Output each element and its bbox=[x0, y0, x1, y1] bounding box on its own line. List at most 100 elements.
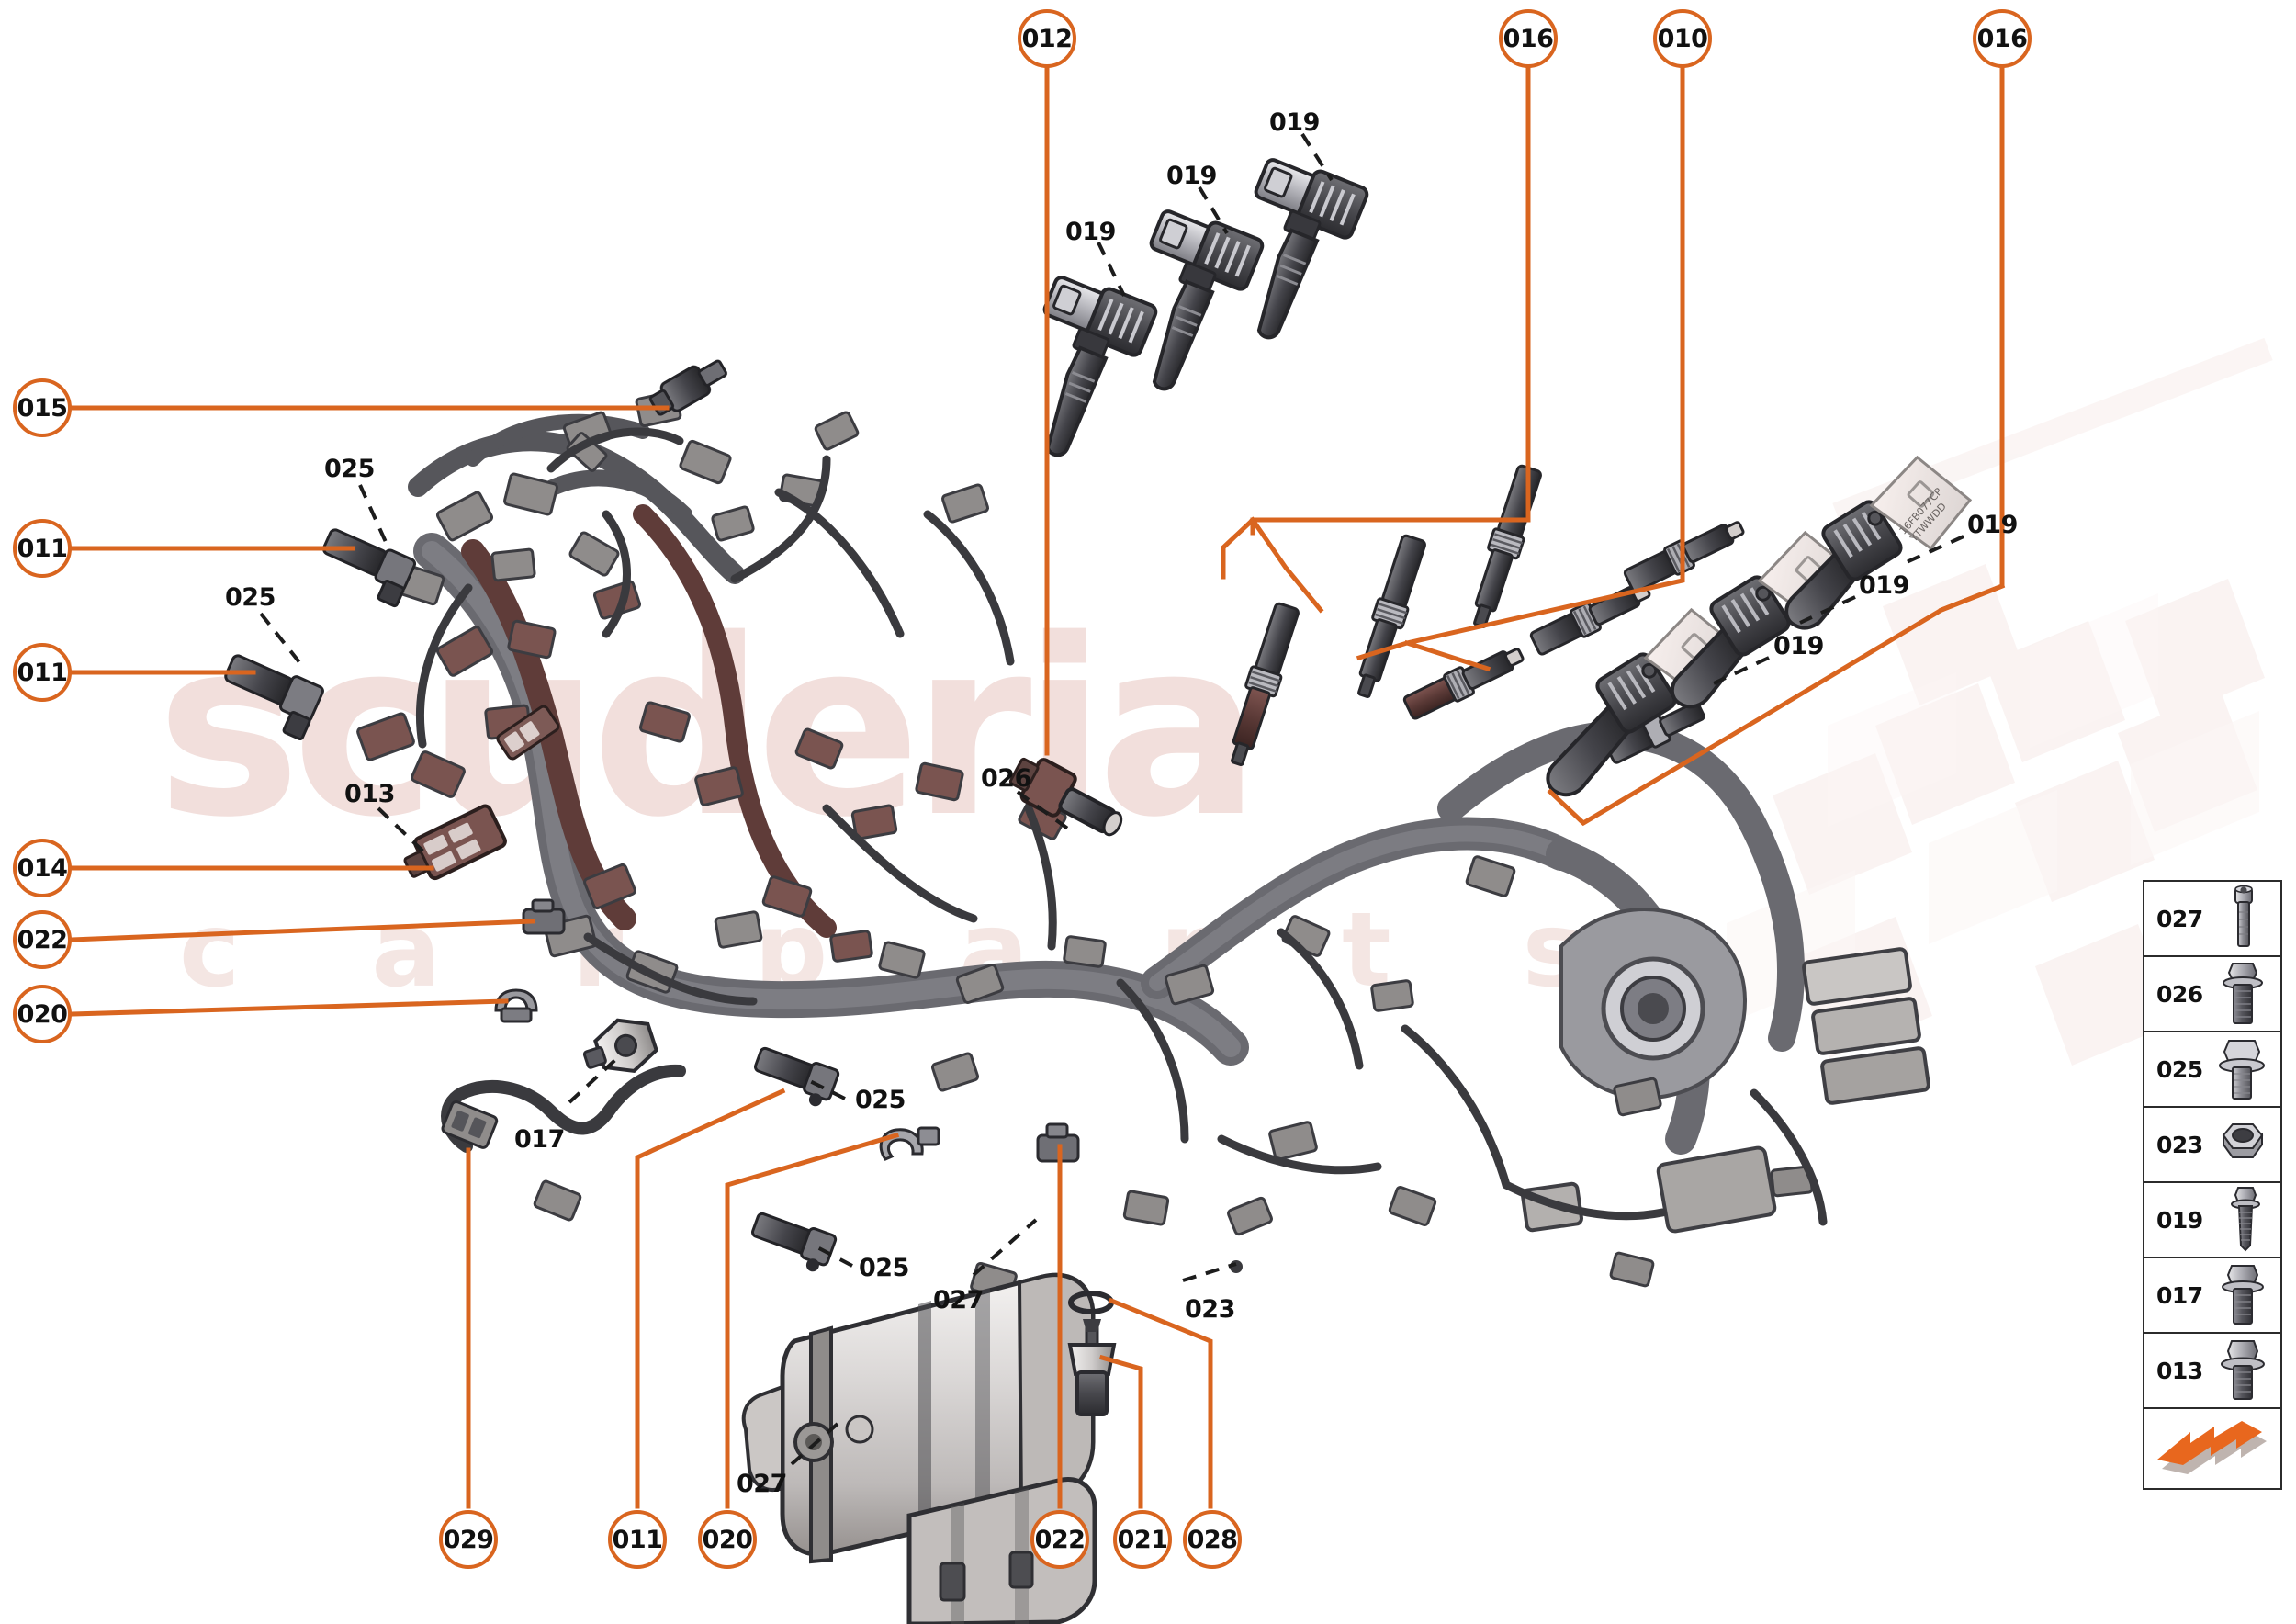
legend-code: 013 bbox=[2156, 1357, 2203, 1384]
legend-code: 027 bbox=[2156, 905, 2203, 932]
callout-011-c[interactable]: 011 bbox=[608, 1510, 667, 1569]
label-025-d: 025 bbox=[859, 1254, 909, 1282]
leader-020b bbox=[725, 1132, 900, 1509]
callout-label: 011 bbox=[17, 658, 68, 687]
large-flange-bolt-icon bbox=[2219, 1040, 2265, 1100]
callout-016-a[interactable]: 016 bbox=[1499, 9, 1558, 68]
leader-010-branch bbox=[1403, 639, 1491, 672]
callout-014[interactable]: 014 bbox=[13, 839, 72, 897]
legend-row-023[interactable]: 023 bbox=[2144, 1108, 2280, 1183]
legend-row-013[interactable]: 013 bbox=[2144, 1334, 2280, 1409]
part-014-connector bbox=[403, 804, 507, 881]
label-019-f: 019 bbox=[1967, 511, 2018, 539]
short-flange-bolt-icon bbox=[2222, 1265, 2264, 1325]
callout-010[interactable]: 010 bbox=[1653, 9, 1712, 68]
label-027-b: 027 bbox=[737, 1470, 787, 1498]
starter-motor bbox=[741, 1272, 1097, 1624]
part-020-bracket-a bbox=[494, 988, 538, 1023]
callout-028[interactable]: 028 bbox=[1183, 1510, 1242, 1569]
label-023: 023 bbox=[1185, 1295, 1235, 1324]
part-011-sensor-b bbox=[224, 654, 324, 740]
label-019-c: 019 bbox=[1269, 108, 1320, 137]
callout-label: 011 bbox=[612, 1525, 663, 1554]
callout-label: 011 bbox=[17, 534, 68, 563]
label-019-d: 019 bbox=[1773, 632, 1824, 660]
legend-row-025[interactable]: 025 bbox=[2144, 1032, 2280, 1108]
label-019-a: 019 bbox=[1065, 218, 1116, 246]
label-017: 017 bbox=[514, 1125, 565, 1154]
leader-028 bbox=[1108, 1297, 1213, 1509]
label-025-a: 025 bbox=[324, 455, 375, 483]
callout-label: 021 bbox=[1117, 1525, 1168, 1554]
callout-label: 016 bbox=[1976, 24, 2028, 53]
leader-lines bbox=[69, 65, 2006, 1509]
callout-012[interactable]: 012 bbox=[1018, 9, 1076, 68]
orange-arrow-icon bbox=[2157, 1421, 2267, 1474]
part-015-sensor bbox=[648, 359, 728, 416]
callout-label: 015 bbox=[17, 393, 68, 423]
part-026-crank-sensor bbox=[1008, 757, 1123, 837]
callout-015[interactable]: 015 bbox=[13, 378, 72, 437]
legend-row-027[interactable]: 027 bbox=[2144, 882, 2280, 957]
hex-flange-bolt-icon bbox=[2221, 1340, 2265, 1400]
callout-020-b[interactable]: 020 bbox=[698, 1510, 757, 1569]
fasteners-legend-table: 027 026 025 bbox=[2143, 880, 2282, 1490]
callout-label: 029 bbox=[443, 1525, 494, 1554]
dashed-leaders bbox=[259, 132, 1964, 1466]
legend-row-019[interactable]: 019 bbox=[2144, 1183, 2280, 1258]
leader-022a bbox=[69, 919, 535, 942]
ignition-coil-group-right: 16FB077CP YTWWDD 16FB077CP YTWWDD bbox=[1546, 455, 1973, 797]
leader-016a-plugs bbox=[1249, 516, 1324, 614]
part-025-sensor-a bbox=[754, 1046, 840, 1107]
legend-code: 023 bbox=[2156, 1131, 2203, 1158]
callout-011-b[interactable]: 011 bbox=[13, 643, 72, 702]
callout-label: 010 bbox=[1657, 24, 1708, 53]
part-011-sensor-a bbox=[322, 528, 417, 608]
legend-code: 026 bbox=[2156, 980, 2203, 1008]
callout-020-a[interactable]: 020 bbox=[13, 985, 72, 1043]
part-029-cable bbox=[441, 1064, 686, 1153]
legend-row-arrow[interactable] bbox=[2144, 1409, 2280, 1488]
label-025-c: 025 bbox=[855, 1086, 906, 1114]
callout-label: 022 bbox=[17, 925, 68, 954]
part-025-sensor-b bbox=[751, 1212, 838, 1272]
label-019-b: 019 bbox=[1166, 162, 1217, 190]
label-027-a: 027 bbox=[933, 1286, 984, 1314]
part-017-knock-sensor bbox=[582, 1018, 658, 1073]
engine-wiring-harness bbox=[356, 389, 1930, 1302]
legend-row-026[interactable]: 026 bbox=[2144, 957, 2280, 1032]
label-013-a: 013 bbox=[344, 780, 395, 808]
long-flange-bolt-icon bbox=[2231, 1187, 2260, 1252]
callout-label: 020 bbox=[17, 999, 68, 1029]
callout-label: 028 bbox=[1187, 1525, 1238, 1554]
ignition-coil-group-top bbox=[1042, 158, 1369, 457]
flange-nut-icon bbox=[2222, 1123, 2264, 1158]
callout-011-a[interactable]: 011 bbox=[13, 519, 72, 578]
part-021-pressure-switch bbox=[1067, 1319, 1117, 1416]
spark-plug-group-angled bbox=[1402, 521, 1745, 764]
leader-016a-branch bbox=[1221, 516, 1256, 580]
leader-011c bbox=[635, 1088, 786, 1509]
leader-021 bbox=[1098, 1354, 1143, 1509]
label-019-e: 019 bbox=[1859, 571, 1909, 600]
callout-021[interactable]: 021 bbox=[1113, 1510, 1172, 1569]
leader-016a bbox=[1250, 65, 1531, 536]
callout-029[interactable]: 029 bbox=[439, 1510, 498, 1569]
callout-016-b[interactable]: 016 bbox=[1973, 9, 2032, 68]
callout-label: 016 bbox=[1503, 24, 1554, 53]
leader-016b-bracket bbox=[1547, 582, 2006, 827]
legend-code: 019 bbox=[2156, 1206, 2203, 1234]
callout-label: 022 bbox=[1034, 1525, 1086, 1554]
callout-label: 014 bbox=[17, 853, 68, 883]
leader-010 bbox=[1356, 65, 1685, 661]
flange-bolt-icon bbox=[2223, 963, 2263, 1024]
socket-head-bolt-icon bbox=[2234, 885, 2253, 947]
callout-022-b[interactable]: 022 bbox=[1030, 1510, 1089, 1569]
callout-022-a[interactable]: 022 bbox=[13, 910, 72, 969]
legend-row-017[interactable]: 017 bbox=[2144, 1258, 2280, 1334]
legend-code: 025 bbox=[2156, 1055, 2203, 1083]
part-020-bracket-b bbox=[879, 1126, 940, 1161]
legend-code: 017 bbox=[2156, 1281, 2203, 1309]
